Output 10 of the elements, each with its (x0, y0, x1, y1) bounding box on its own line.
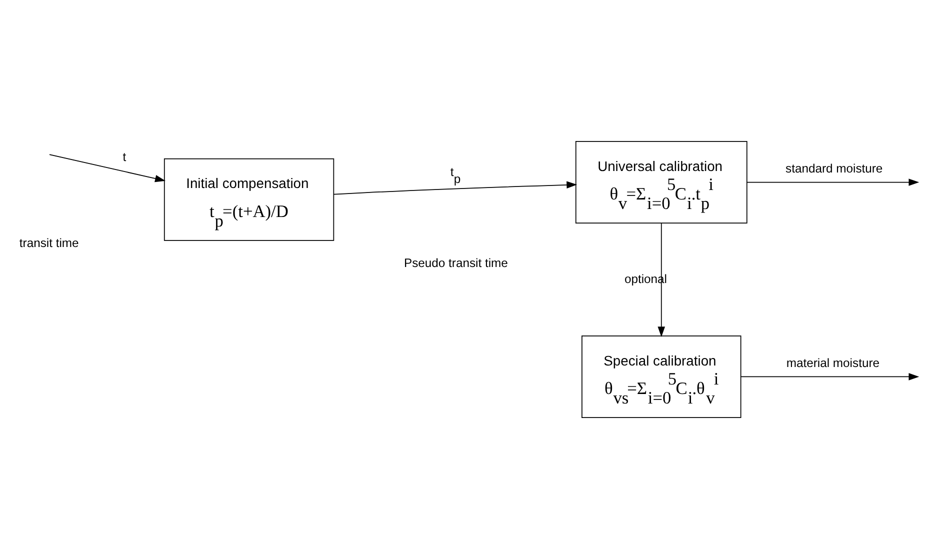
arrow (333, 181, 578, 195)
label: Pseudo transit time (404, 256, 508, 270)
edge-label: standard moisture (786, 161, 883, 176)
edge-label: t (122, 150, 126, 164)
arrow (49, 154, 166, 182)
arrow (746, 178, 920, 186)
arrow (658, 222, 666, 338)
label: transit time (19, 236, 79, 250)
edge-label: material moisture (786, 356, 880, 370)
arrow (740, 373, 920, 380)
